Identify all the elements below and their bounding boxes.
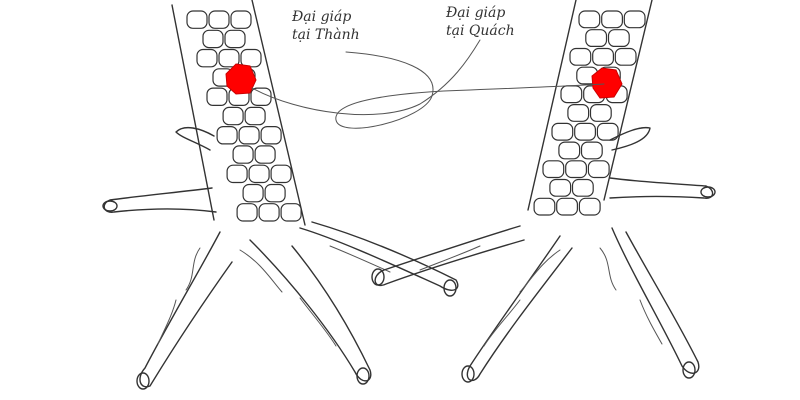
right-leg-scale bbox=[556, 197, 579, 216]
left-claw-middle bbox=[356, 367, 370, 385]
left-leg-scale bbox=[264, 183, 286, 203]
right-middle-toe bbox=[466, 235, 573, 382]
right-leg-scale bbox=[623, 10, 646, 29]
right-leg-scale bbox=[592, 47, 615, 66]
left-leg-scales bbox=[186, 10, 302, 222]
left-leg-scale bbox=[236, 203, 258, 222]
right-leg-scale bbox=[589, 103, 612, 122]
left-leg-scale bbox=[226, 164, 248, 184]
label-right-line-2: tại Quách bbox=[446, 23, 515, 39]
right-leg-scale bbox=[596, 122, 619, 141]
right-leg-scale bbox=[585, 29, 608, 48]
left-leg bbox=[102, 0, 459, 390]
left-leg-scale bbox=[240, 48, 262, 68]
left-leg-scale bbox=[270, 164, 292, 184]
left-toe-wrinkles bbox=[157, 245, 391, 347]
left-leg-scale bbox=[218, 48, 240, 68]
label-dai-giap-tai-quach: Đại giáp tại Quách bbox=[446, 4, 515, 40]
left-claw-outer bbox=[136, 372, 150, 390]
right-back-toe bbox=[609, 177, 714, 199]
left-leg-scale bbox=[248, 164, 270, 184]
label-right-line-1: Đại giáp bbox=[446, 5, 506, 21]
right-leg-scale bbox=[560, 85, 583, 104]
right-claw-middle bbox=[461, 365, 475, 383]
left-middle-toe bbox=[249, 239, 372, 382]
left-leg-scale bbox=[208, 10, 230, 29]
right-leg-scale bbox=[565, 160, 588, 179]
right-claw-back bbox=[700, 186, 716, 198]
left-back-toe bbox=[103, 187, 217, 213]
right-leg-back-edge bbox=[603, 0, 653, 201]
right-leg bbox=[371, 0, 716, 383]
right-leg-scale bbox=[558, 141, 581, 160]
left-leg-scale bbox=[202, 29, 224, 49]
right-claw-inner bbox=[371, 268, 385, 286]
left-leg-scale bbox=[206, 87, 228, 106]
left-leg-scale bbox=[186, 10, 208, 29]
right-leg-scale bbox=[580, 141, 603, 160]
left-leg-scale bbox=[260, 125, 282, 145]
label-dai-giap-tai-thanh: Đại giáp tại Thành bbox=[292, 8, 360, 44]
right-leg-scale bbox=[551, 122, 574, 141]
right-leg-scale bbox=[578, 197, 601, 216]
left-leg-scale bbox=[280, 203, 302, 222]
right-spur bbox=[609, 126, 651, 151]
left-outer-toe bbox=[139, 231, 233, 388]
right-leg-scale bbox=[614, 47, 637, 66]
right-outer-toe bbox=[611, 227, 700, 374]
right-leg-scale bbox=[571, 178, 594, 197]
leader-line-right bbox=[251, 39, 481, 116]
right-leg-scales bbox=[533, 10, 646, 216]
left-leg-scale bbox=[242, 183, 264, 203]
right-highlight-scale bbox=[591, 67, 623, 99]
right-leg-scale bbox=[578, 10, 601, 29]
right-toe-wrinkles bbox=[419, 245, 663, 347]
right-leg-scale bbox=[574, 122, 597, 141]
left-inner-toe bbox=[299, 221, 459, 291]
right-leg-front-edge bbox=[527, 0, 577, 211]
left-leg-scale bbox=[216, 125, 238, 145]
right-leg-scale bbox=[533, 197, 556, 216]
right-leg-scale bbox=[587, 160, 610, 179]
left-leg-scale bbox=[254, 145, 276, 164]
left-leg-front-edge bbox=[251, 0, 306, 226]
right-leg-scale bbox=[607, 29, 630, 48]
left-claw-back bbox=[102, 200, 118, 212]
right-leg-scale bbox=[549, 178, 572, 197]
left-leg-scale bbox=[222, 106, 244, 126]
right-leg-scale bbox=[542, 160, 565, 179]
left-leg-back-edge bbox=[171, 4, 215, 221]
left-highlight-scale bbox=[225, 63, 257, 95]
left-leg-scale bbox=[232, 145, 254, 164]
left-leg-scale bbox=[196, 48, 218, 68]
leader-line-left bbox=[335, 51, 605, 129]
left-leg-scale bbox=[230, 10, 252, 29]
label-left-line-2: tại Thành bbox=[292, 27, 360, 43]
right-leg-scale bbox=[567, 103, 590, 122]
right-inner-toe bbox=[374, 225, 525, 287]
left-leg-scale bbox=[258, 203, 280, 222]
right-claw-outer bbox=[682, 361, 696, 379]
right-leg-scale bbox=[601, 10, 624, 29]
left-spur bbox=[175, 126, 215, 151]
left-leg-scale bbox=[224, 29, 246, 49]
left-claw-inner bbox=[443, 279, 457, 297]
label-left-line-1: Đại giáp bbox=[292, 9, 352, 25]
left-leg-scale bbox=[250, 87, 272, 106]
left-leg-scale bbox=[238, 125, 260, 145]
left-leg-scale bbox=[244, 106, 266, 126]
right-leg-scale bbox=[569, 47, 592, 66]
